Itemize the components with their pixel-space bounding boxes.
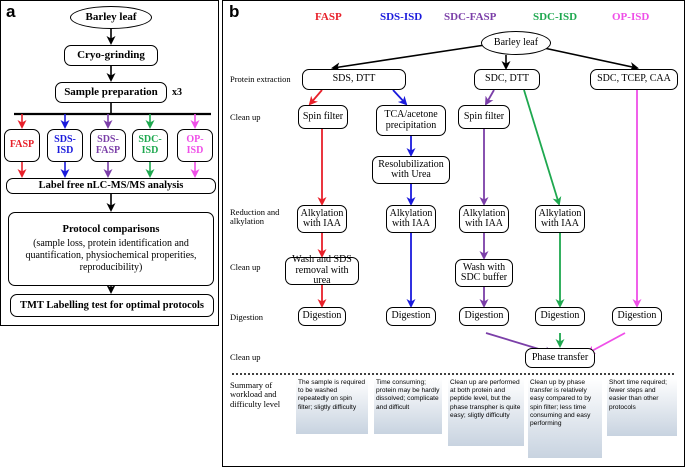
row-label-digestion: Digestion [230,312,264,322]
panel-a-method-sds-fasp: SDS- FASP [90,129,126,162]
header-op-isd: OP-ISD [612,11,650,23]
panel-a-method-fasp: FASP [4,129,40,162]
alkylation-sdc-isd: Alkylation with IAA [535,205,585,233]
phase-transfer: Phase transfer [525,348,595,368]
panel-a-frame [0,0,219,326]
panel-a-tmt-labelling: TMT Labelling test for optimal protocols [10,294,214,317]
panel-a-method-sdc-isd: SDC- ISD [132,129,168,162]
summary-sdc-fasp: Clean up are performed at both protein a… [448,378,524,446]
panel-b-barley-leaf: Barley leaf [481,31,551,55]
panel-a-comparison-text: (sample loss, protein identification and… [25,237,197,273]
panel-a-comparison-title: Protocol comparisons [62,224,160,236]
row-label-clean-up-1: Clean up [230,112,261,122]
panel-a-sample-preparation: Sample preparation [55,82,167,103]
alkylation-sdc-fasp: Alkylation with IAA [459,205,509,233]
panel-a-label-free-analysis: Label free nLC-MS/MS analysis [6,178,216,194]
summary-sdc-isd: Clean up by phase transfer is relatively… [528,378,602,458]
header-sdc-fasp: SDC-FASP [444,11,497,23]
panel-a-method-op-isd: OP- ISD [177,129,213,162]
panel-a-x3: x3 [172,87,182,98]
row-label-protein-extraction: Protein extraction [230,74,291,84]
summary-op-isd: Short time required; fewer steps and eas… [607,378,677,436]
digestion-fasp: Digestion [298,307,346,326]
header-fasp: FASP [315,11,342,23]
header-sds-isd: SDS-ISD [380,11,423,23]
extraction-sds-dtt: SDS, DTT [302,69,406,90]
row-label-clean-up-3: Clean up [230,352,261,362]
cleanup-spin-filter-sdc-fasp: Spin filter [458,105,510,129]
extraction-sdc-dtt: SDC, DTT [474,69,540,90]
panel-b-letter: b [229,2,240,21]
row-label-reduction-alkylation: Reduction and alkylation [230,207,280,227]
extraction-sdc-tcep-caa: SDC, TCEP, CAA [590,69,678,90]
digestion-sdc-fasp: Digestion [459,307,509,326]
alkylation-sds-isd: Alkylation with IAA [386,205,436,233]
summary-sds-isd: Time consuming; protein may be hardly di… [374,378,442,434]
panel-a-protocol-comparisons: Protocol comparisons (sample loss, prote… [8,212,214,286]
digestion-op-isd: Digestion [612,307,662,326]
cleanup-tca-acetone: TCA/acetone precipitation [376,105,446,136]
resolubilization-urea: Resolubilization with Urea [372,156,450,184]
alkylation-fasp: Alkylation with IAA [297,205,347,233]
header-sdc-isd: SDC-ISD [533,11,578,23]
row-label-clean-up-2: Clean up [230,262,261,272]
wash-sds-removal: Wash and SDS removal with urea [285,255,359,286]
panel-a-letter: a [6,2,16,21]
digestion-sdc-isd: Digestion [535,307,585,326]
row-label-summary: Summary of workload and difficulty level [230,380,281,409]
digestion-sds-isd: Digestion [386,307,436,326]
summary-fasp: The sample is required to be washed repe… [296,378,368,434]
cleanup-spin-filter-fasp: Spin filter [298,105,348,129]
panel-a-method-sds-isd: SDS- ISD [47,129,83,162]
panel-a-barley-leaf: Barley leaf [70,6,152,29]
wash-sdc-buffer: Wash with SDC buffer [455,259,513,287]
panel-a-cryo-grinding: Cryo-grinding [64,45,158,66]
